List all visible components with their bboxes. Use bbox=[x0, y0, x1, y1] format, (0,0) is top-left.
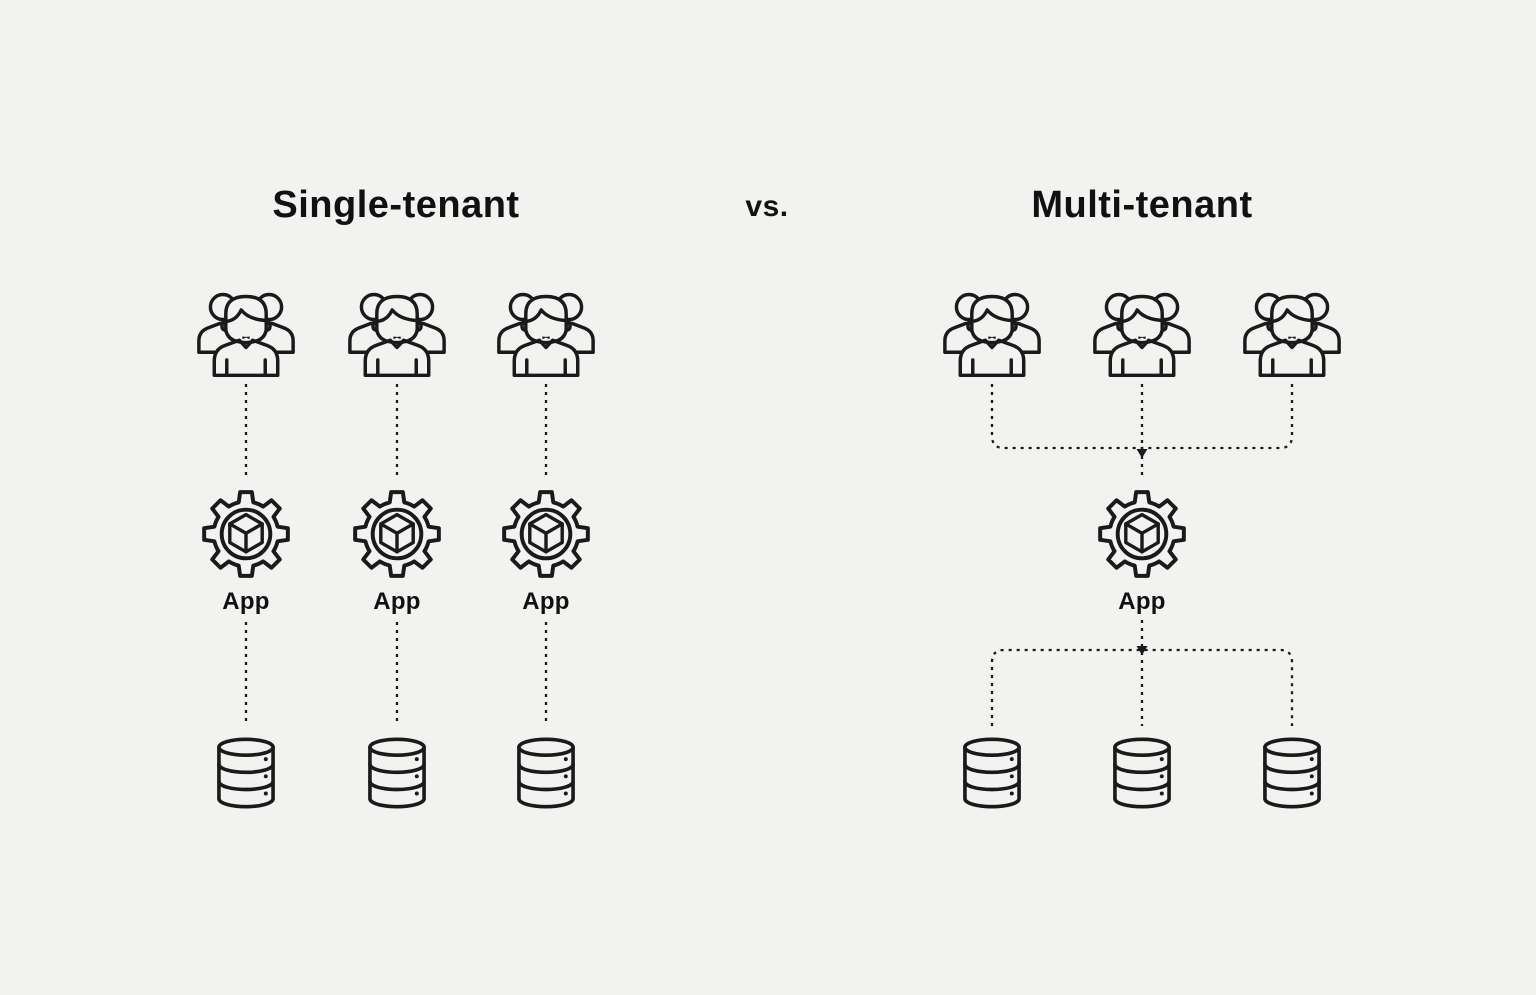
users-group-icon bbox=[1242, 287, 1342, 379]
app-label: App bbox=[373, 588, 421, 615]
database-icon bbox=[1259, 732, 1325, 814]
users-group-icon bbox=[196, 287, 296, 379]
single-tenant-title: Single-tenant bbox=[272, 184, 520, 226]
app-label: App bbox=[522, 588, 570, 615]
multi-tenant-title: Multi-tenant bbox=[1031, 184, 1253, 226]
database-icon bbox=[959, 732, 1025, 814]
database-icon bbox=[364, 732, 430, 814]
app-label: App bbox=[222, 588, 270, 615]
connector-mt-app-split bbox=[990, 648, 1294, 726]
connector-mt-users-right bbox=[1142, 384, 1294, 450]
gear-cube-icon bbox=[501, 489, 591, 579]
users-group-icon bbox=[496, 287, 596, 379]
gear-cube-icon bbox=[201, 489, 291, 579]
arrow-down-icon bbox=[1136, 646, 1148, 655]
users-group-icon bbox=[347, 287, 447, 379]
gear-cube-icon bbox=[1097, 489, 1187, 579]
arrow-down-icon bbox=[1136, 449, 1148, 458]
database-icon bbox=[513, 732, 579, 814]
users-group-icon bbox=[942, 287, 1042, 379]
connector-mt-users-left bbox=[990, 384, 1142, 450]
app-label: App bbox=[1118, 588, 1166, 615]
database-icon bbox=[1109, 732, 1175, 814]
gear-cube-icon bbox=[352, 489, 442, 579]
vs-label: vs. bbox=[745, 190, 789, 223]
users-group-icon bbox=[1092, 287, 1192, 379]
database-icon bbox=[213, 732, 279, 814]
